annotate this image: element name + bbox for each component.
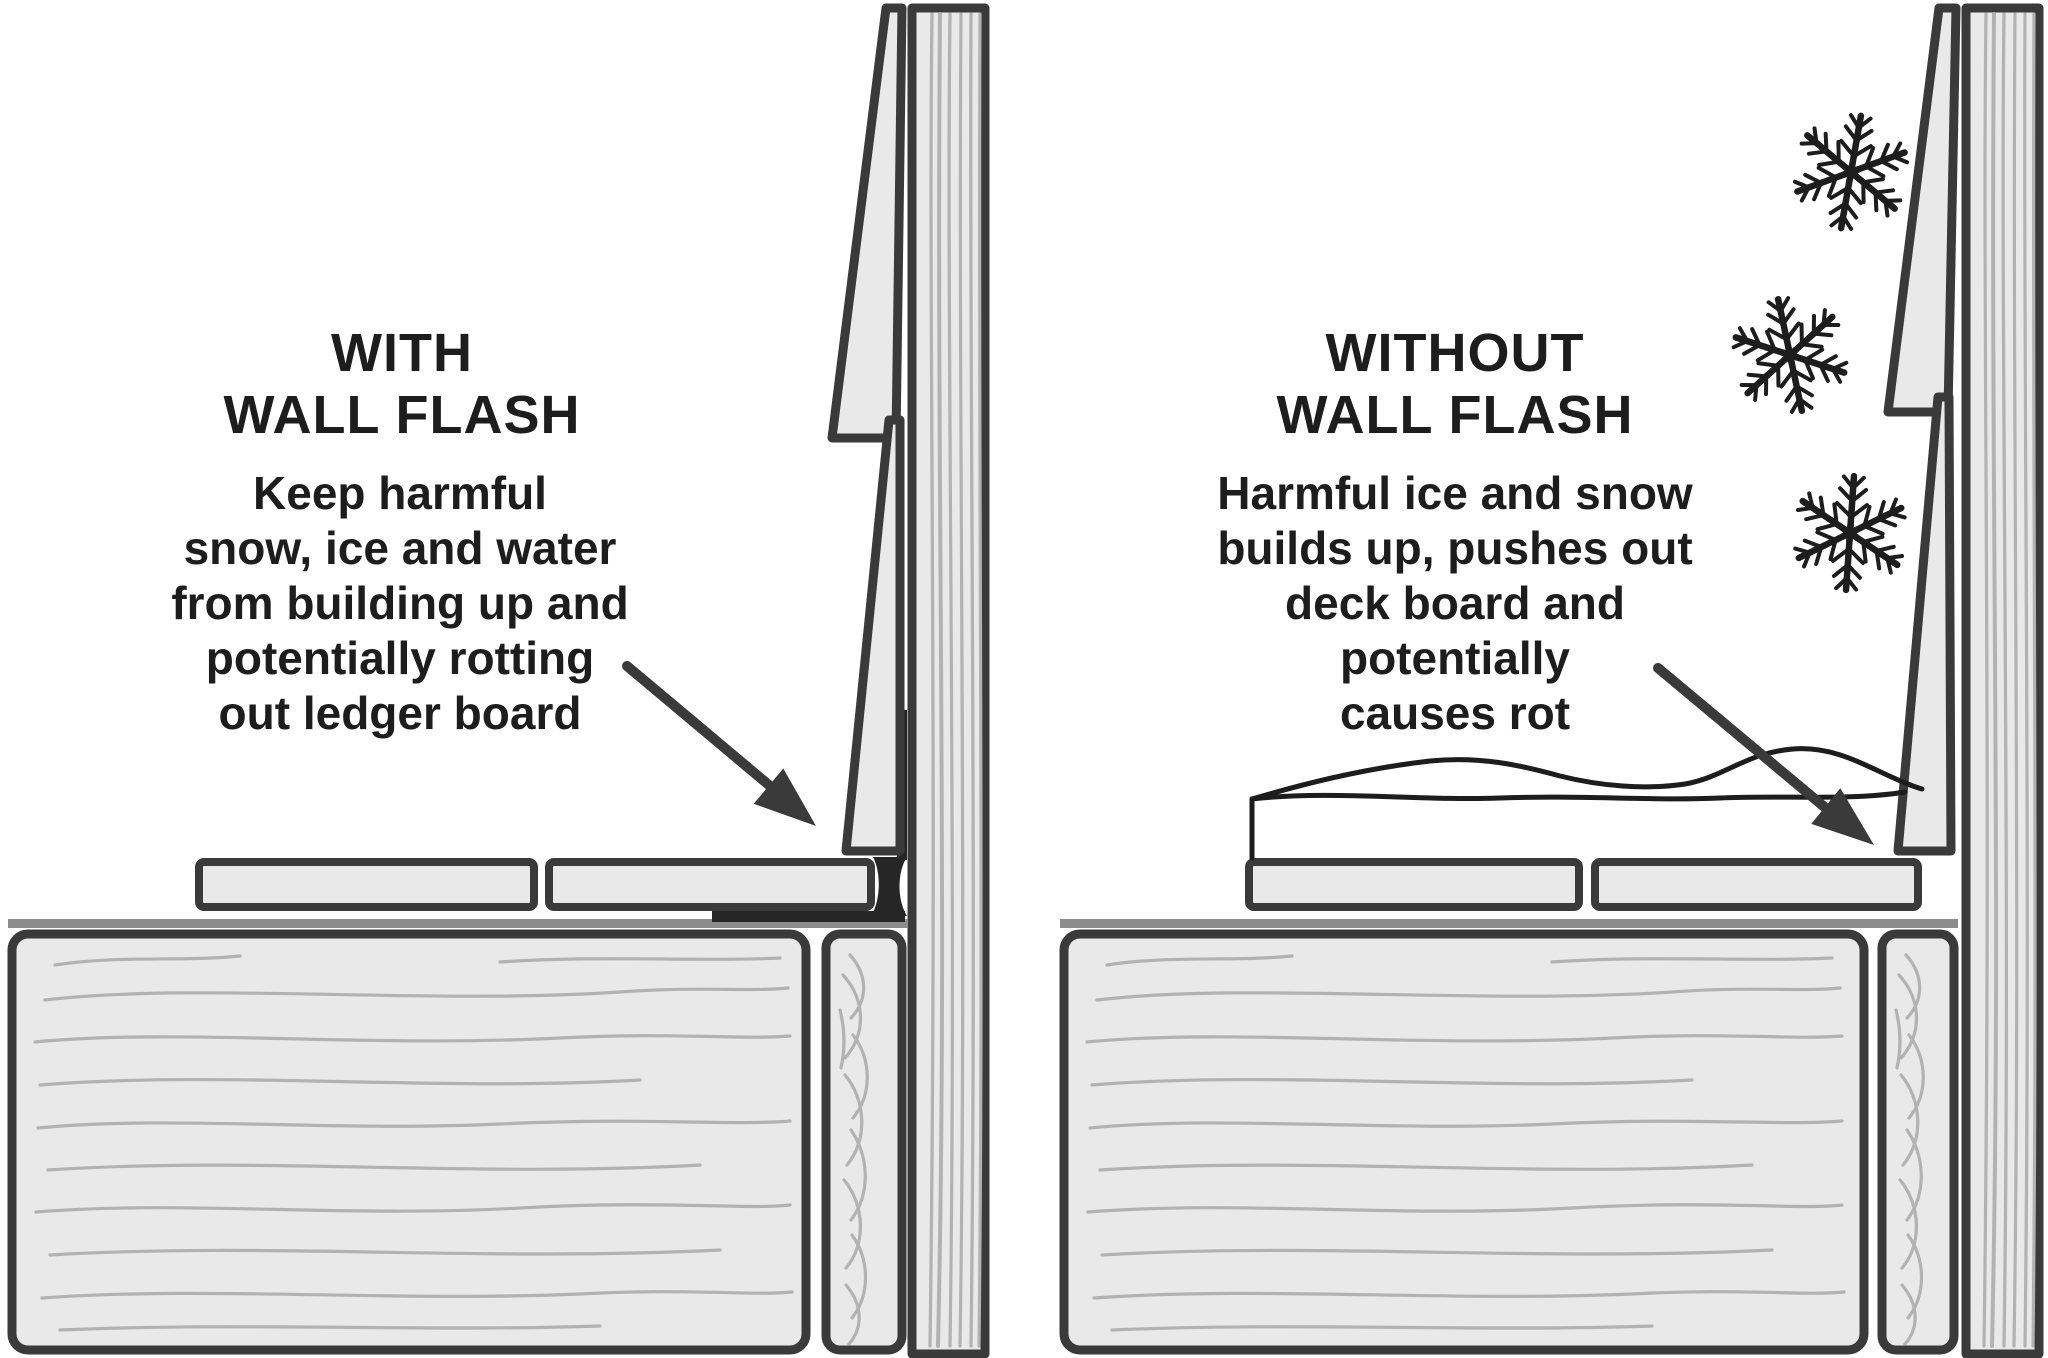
ledger-board-right xyxy=(1877,929,1959,1355)
caption-line: out ledger board xyxy=(218,687,582,739)
snowflake-icon xyxy=(1723,287,1858,422)
caption-line: builds up, pushes out xyxy=(1217,522,1693,574)
caption-line: potentially xyxy=(1339,632,1571,684)
framing-top-strip-left xyxy=(8,919,908,928)
deck-board-left-1 xyxy=(195,858,538,911)
wall-flashing-spacer xyxy=(871,857,907,916)
right-diagram xyxy=(1059,3,2044,1358)
wall-sheathing-right xyxy=(1961,3,2044,1358)
caption-line: causes rot xyxy=(1339,687,1571,739)
wall-flashing-horizontal xyxy=(712,911,905,922)
caption-line: snow, ice and water xyxy=(183,522,617,574)
deck-board-right-1 xyxy=(1245,858,1583,911)
right-title: WITHOUT WALL FLASH xyxy=(1277,322,1634,446)
caption-line: Harmful ice and snow xyxy=(1217,467,1693,519)
deck-board-left-2 xyxy=(545,858,875,911)
clapboard-lower-right-pushed-out xyxy=(1893,392,1956,856)
arrow-icon xyxy=(622,661,816,826)
arrow-icon xyxy=(1653,663,1874,845)
wall-sheathing-left xyxy=(907,3,990,1358)
right-caption: Harmful ice and snow builds up, pushes o… xyxy=(1217,466,1692,741)
rim-joist-right xyxy=(1059,929,1869,1355)
caption-line: Keep harmful xyxy=(253,467,547,519)
right-title-line1: WITHOUT xyxy=(1325,323,1585,383)
left-title: WITH WALL FLASH xyxy=(224,322,581,446)
clapboard-lower-left xyxy=(841,415,905,856)
caption-line: deck board and xyxy=(1285,577,1625,629)
caption-line: from building up and xyxy=(171,577,629,629)
clapboard-upper-left xyxy=(827,3,907,443)
ledger-board-left xyxy=(821,929,907,1355)
rim-joist-left xyxy=(7,929,811,1355)
deck-board-right-2 xyxy=(1591,858,1922,911)
caption-line: potentially rotting xyxy=(205,632,595,684)
snowflake-icon xyxy=(1789,472,1910,594)
left-diagram xyxy=(7,3,990,1358)
left-title-line1: WITH xyxy=(331,323,473,383)
left-caption: Keep harmful snow, ice and water from bu… xyxy=(171,466,628,741)
snowflake-icon xyxy=(1785,106,1917,238)
left-title-line2: WALL FLASH xyxy=(223,385,581,445)
clapboard-upper-right xyxy=(1883,3,1961,417)
right-title-line2: WALL FLASH xyxy=(1276,385,1634,445)
framing-top-strip-right xyxy=(1060,919,1958,928)
